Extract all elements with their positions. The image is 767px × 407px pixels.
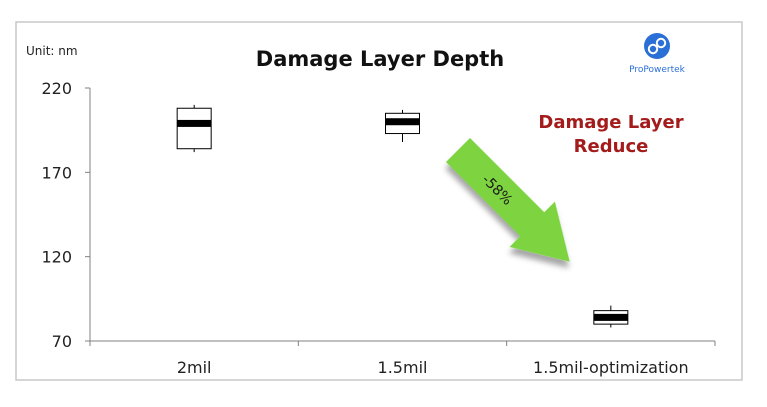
- annotation-line2: Reduce: [574, 136, 649, 157]
- x-tick-label: 2mil: [177, 358, 212, 377]
- logo-text: ProPowertek: [629, 65, 686, 75]
- box-body: [176, 107, 212, 150]
- chart-title: Damage Layer Depth: [256, 47, 504, 71]
- median-bar: [593, 313, 628, 321]
- box-1.5mil-optimization: [593, 305, 629, 328]
- box-2mil: [176, 104, 212, 153]
- y-tick-label: 220: [41, 79, 72, 98]
- y-ticks: 220 170 120 70: [41, 79, 90, 351]
- x-tick-label: 1.5mil: [378, 358, 428, 377]
- propowertek-logo-icon: [644, 33, 670, 59]
- annotation-line1: Damage Layer: [538, 112, 683, 133]
- box-1.5mil: [385, 109, 420, 142]
- median-bar: [177, 119, 212, 127]
- reduction-arrow: -58%: [445, 137, 570, 262]
- logo: ProPowertek: [629, 33, 686, 75]
- median-bar: [385, 118, 420, 126]
- outer-frame: [15, 21, 743, 381]
- x-ticks: 2mil 1.5mil 1.5mil-optimization: [89, 341, 716, 377]
- boxes: [176, 104, 629, 328]
- y-tick-label: 70: [52, 332, 72, 351]
- y-tick-label: 120: [41, 248, 72, 267]
- arrow-shape: [445, 137, 570, 262]
- x-tick-label: 1.5mil-optimization: [533, 358, 689, 377]
- unit-label: Unit: nm: [26, 44, 78, 58]
- y-tick-label: 170: [41, 163, 72, 182]
